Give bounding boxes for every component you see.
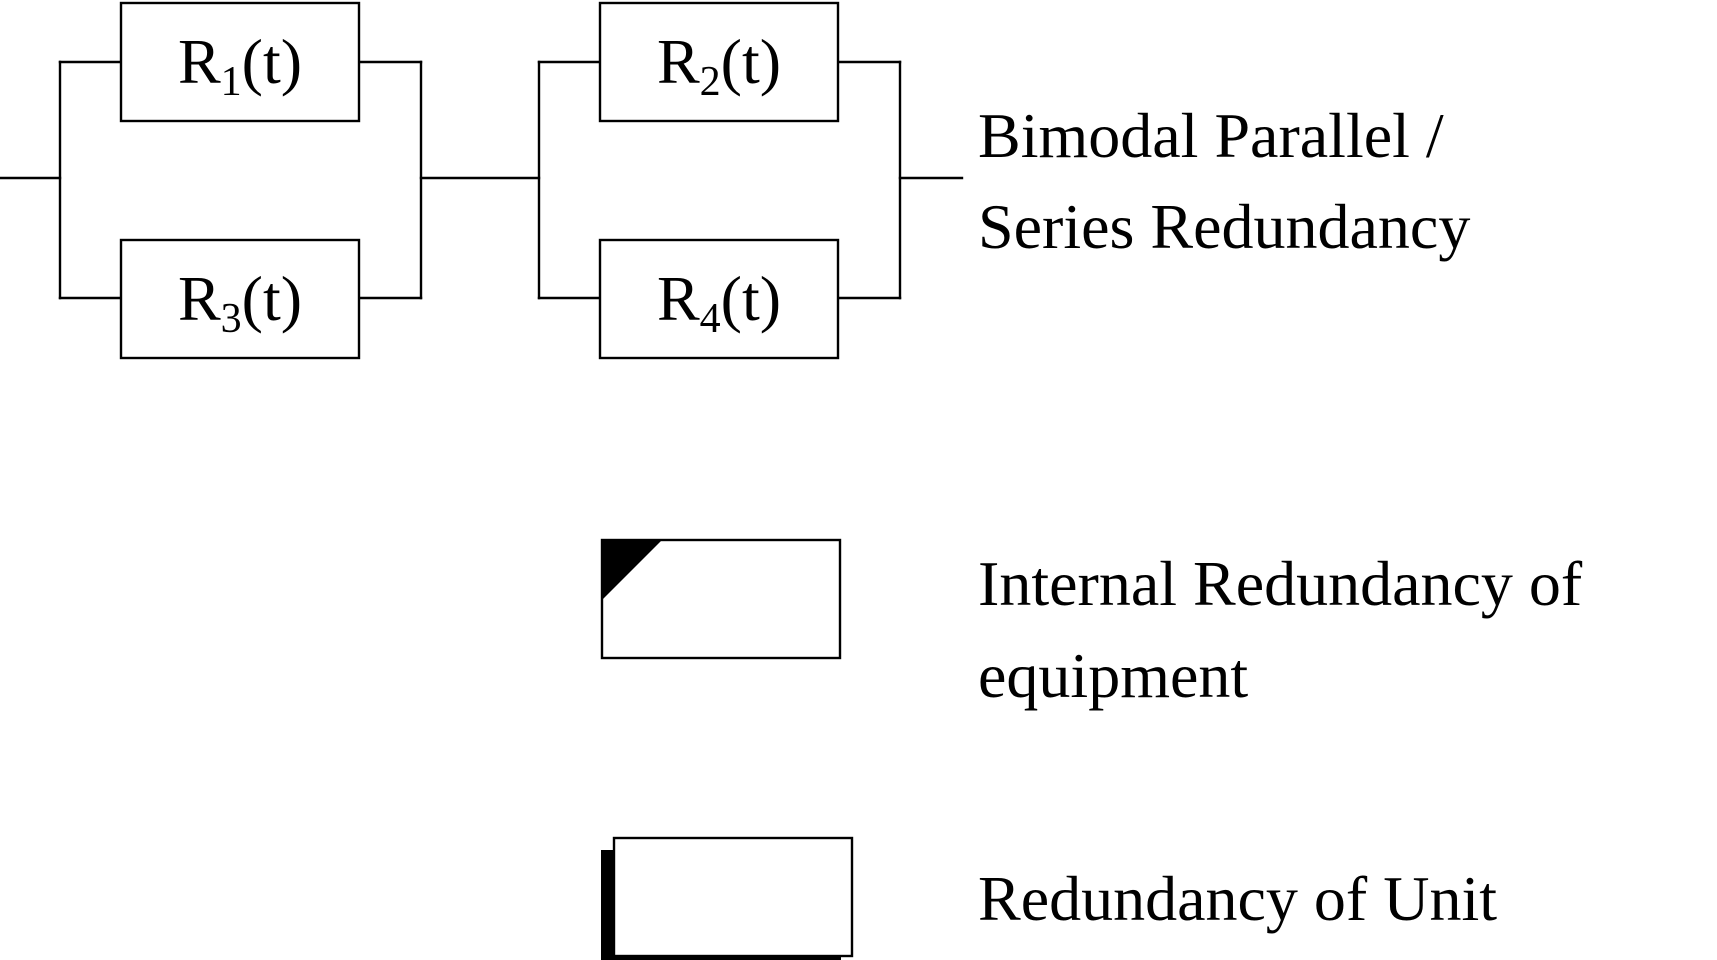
legend-bimodal-line2: Series Redundancy bbox=[978, 191, 1470, 262]
block-r4-box bbox=[598, 238, 840, 360]
legend-internal-line1: Internal Redundancy of bbox=[978, 548, 1583, 619]
block-r2-box bbox=[598, 1, 840, 123]
legend-bimodal-line1: Bimodal Parallel / bbox=[978, 100, 1444, 171]
block-r3-label: R3(t) bbox=[178, 263, 302, 342]
legend-bimodal: Bimodal Parallel / Series Redundancy bbox=[978, 100, 1470, 262]
block-r3: R3(t) bbox=[119, 238, 361, 360]
block-r2: R2(t) bbox=[598, 1, 840, 123]
parallel-group-2-wiring bbox=[537, 60, 964, 300]
block-r1-box bbox=[119, 1, 361, 123]
internal-redundancy-corner-mark bbox=[602, 540, 662, 600]
block-r4-label: R4(t) bbox=[657, 263, 781, 342]
block-r1: R1(t) bbox=[119, 1, 361, 123]
unit-redundancy-symbol bbox=[612, 836, 854, 958]
parallel-group-1-wiring bbox=[0, 60, 423, 300]
legend-internal-line2: equipment bbox=[978, 640, 1248, 711]
block-r1-label: R1(t) bbox=[178, 26, 302, 105]
legend-internal-redundancy: Internal Redundancy of equipment bbox=[600, 538, 1583, 711]
legend-unit-redundancy: Redundancy of Unit bbox=[601, 836, 1497, 960]
legend-unit-line1: Redundancy of Unit bbox=[978, 863, 1497, 934]
block-r3-box bbox=[119, 238, 361, 360]
block-r4: R4(t) bbox=[598, 238, 840, 360]
block-r2-label: R2(t) bbox=[657, 26, 781, 105]
